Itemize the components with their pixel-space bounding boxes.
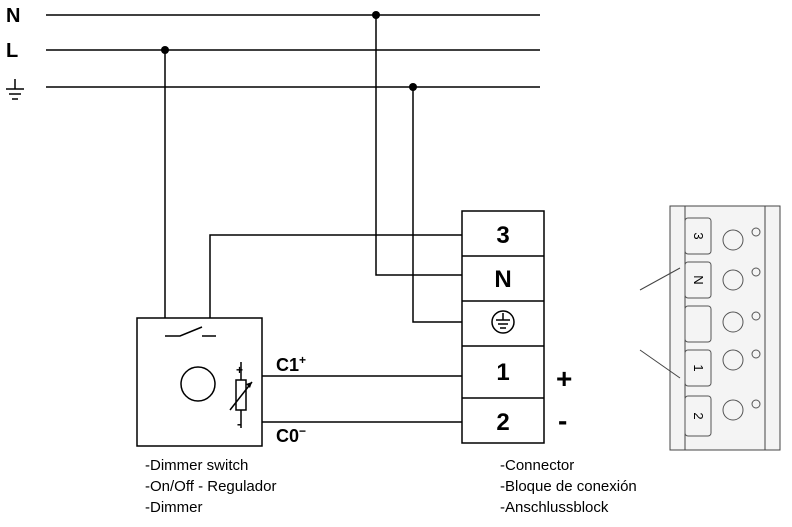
dimmer-box — [136, 317, 263, 447]
pot-plus-label: + — [236, 363, 243, 377]
photo-label-n: N — [691, 275, 706, 284]
switch-symbol — [165, 326, 203, 337]
neutral-label: N — [6, 5, 20, 27]
photo-label-3: 3 — [691, 232, 706, 239]
terminal-n: N — [494, 266, 511, 293]
dimmer-caption: -Dimmer switch -On/Off - Regulador -Dimm… — [145, 455, 276, 518]
photo-label-2: 2 — [691, 412, 706, 419]
neutral-wire — [375, 15, 462, 276]
switched-wire — [209, 234, 462, 318]
plus-polarity-label: + — [556, 363, 572, 394]
dimmer-caption-line: -On/Off - Regulador — [145, 478, 277, 495]
connector-caption-line: -Anschlussblock — [500, 499, 609, 516]
knob-icon — [180, 366, 216, 402]
terminal-block — [461, 210, 545, 444]
pot-minus-label: - — [237, 417, 241, 431]
dimmer-caption-line: -Dimmer — [145, 499, 203, 516]
c0-label: C0− — [276, 424, 306, 446]
connector-caption: -Connector -Bloque de conexión -Anschlus… — [500, 455, 637, 518]
connector-caption-line: -Bloque de conexión — [500, 478, 637, 495]
connector-slot — [684, 217, 761, 437]
earth-ground-circle-icon — [491, 310, 515, 334]
live-label: L — [6, 40, 18, 62]
terminal-1: 1 — [496, 359, 509, 386]
terminal-2: 2 — [496, 409, 509, 436]
c1-label: C1+ — [276, 353, 306, 375]
ground-wire — [412, 87, 462, 323]
junction-dot — [372, 11, 380, 19]
earth-ground-icon — [6, 79, 24, 100]
connector-caption-line: -Connector — [500, 457, 575, 474]
connector-photo — [639, 205, 781, 451]
photo-label-1: 1 — [691, 364, 706, 371]
minus-polarity-label: - — [558, 405, 567, 436]
dimmer-caption-line: -Dimmer switch — [145, 457, 249, 474]
terminal-3: 3 — [496, 222, 509, 249]
junction-dot — [161, 46, 169, 54]
junction-dot — [409, 83, 417, 91]
